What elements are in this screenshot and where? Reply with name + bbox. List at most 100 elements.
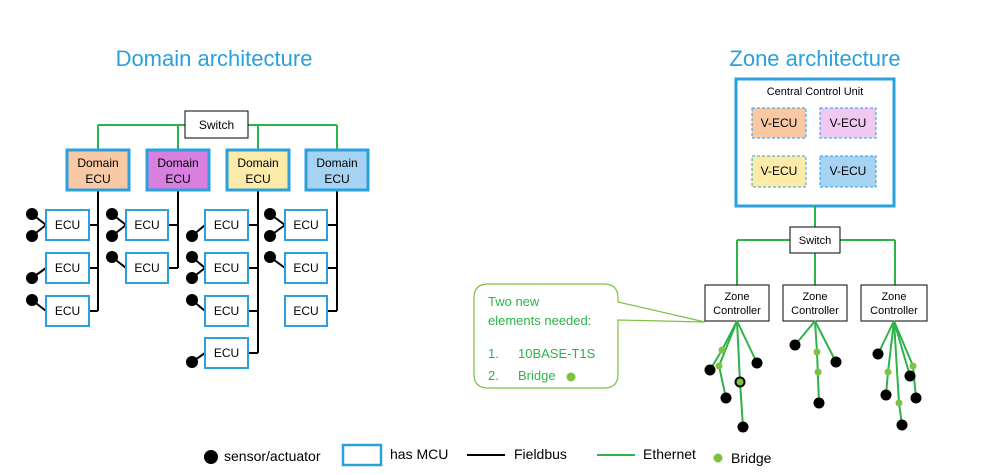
- zone-controller-2: Zone Controller: [782, 284, 848, 322]
- ecu-box: [204, 295, 249, 327]
- callout-bridge-dot: [566, 372, 576, 382]
- zone-controller-3: Zone Controller: [860, 284, 928, 322]
- zone-ethernet-links: [736, 206, 896, 285]
- ecu-box: [125, 252, 169, 284]
- domain-ecu-3-label-line1: Domain: [237, 156, 278, 170]
- ecu-label: ECU: [55, 218, 80, 232]
- ecu-label: ECU: [293, 218, 318, 232]
- sensor-actuator: [106, 230, 118, 242]
- ecu-label: ECU: [293, 261, 318, 275]
- v-ecu-3-label: V-ECU: [761, 164, 798, 178]
- zone-controller-1-line1: Zone: [724, 291, 749, 303]
- zone-bridges: [715, 346, 917, 407]
- sensor-actuator: [26, 208, 38, 220]
- ecu-box: [204, 337, 249, 369]
- domain-sensors: [26, 208, 276, 368]
- sensor-actuator: [830, 356, 842, 368]
- sensor-actuator: [186, 294, 198, 306]
- callout-line1: Two new: [488, 294, 540, 309]
- bridge-dot: [895, 399, 903, 407]
- domain-ecu-1-label-line1: Domain: [77, 156, 118, 170]
- callout-item1-number: 1.: [488, 346, 499, 361]
- legend-mcu-icon: [341, 443, 383, 467]
- bridge-dot: [814, 368, 822, 376]
- ecu-label: ECU: [214, 261, 239, 275]
- ecu-box: [204, 209, 249, 241]
- domain-ecu-2-label-line2: ECU: [165, 172, 190, 186]
- ecu-label: ECU: [134, 218, 159, 232]
- bridge-dot: [736, 378, 744, 386]
- ecu-box: [284, 295, 328, 327]
- sensor-actuator: [872, 348, 884, 360]
- sensor-actuator: [26, 272, 38, 284]
- bridge-dot: [909, 362, 917, 370]
- domain-ecu-4-label-line1: Domain: [316, 156, 357, 170]
- ecu-box: [45, 252, 90, 284]
- domain-ecu-2: Domain ECU: [145, 148, 211, 192]
- bridge-dot: [813, 348, 821, 356]
- legend-bridge-label: Bridge: [731, 450, 772, 466]
- domain-ecu-1-label-line2: ECU: [85, 172, 110, 186]
- sensor-actuator: [896, 419, 908, 431]
- sensor-actuator: [186, 230, 198, 242]
- legend-sensor-label: sensor/actuator: [224, 448, 321, 464]
- v-ecu-1: [751, 107, 807, 139]
- sensor-actuator: [264, 208, 276, 220]
- legend: sensor/actuator has MCU Fieldbus Etherne…: [204, 443, 772, 467]
- zone-controller-1-line2: Controller: [713, 305, 761, 317]
- ecu-box: [45, 295, 90, 327]
- domain-ecu-3-label-line2: ECU: [245, 172, 270, 186]
- ecu-label: ECU: [214, 346, 239, 360]
- sensor-actuator: [106, 251, 118, 263]
- v-ecu-2: [819, 107, 877, 139]
- sensor-actuator: [904, 370, 916, 382]
- legend-sensor-icon: [204, 450, 218, 464]
- callout-bubble: Two new elements needed: 1. 10BASE-T1S 2…: [473, 283, 706, 389]
- ecu-label: ECU: [134, 261, 159, 275]
- zone-switch: Switch: [789, 226, 841, 254]
- sensor-actuator: [704, 364, 716, 376]
- zone-sensors: [704, 339, 922, 433]
- sensor-actuator: [186, 356, 198, 368]
- zone-controller-3-line1: Zone: [881, 291, 906, 303]
- v-ecu-4: [819, 155, 877, 188]
- zone-controller-2-line2: Controller: [791, 305, 839, 317]
- zone-controller-3-line2: Controller: [870, 305, 918, 317]
- domain-ecu-3: Domain ECU: [225, 148, 291, 192]
- bridge-dot: [718, 346, 726, 354]
- sensor-actuator: [264, 251, 276, 263]
- ecu-label: ECU: [55, 304, 80, 318]
- ecu-label: ECU: [293, 304, 318, 318]
- sensor-actuator: [720, 392, 732, 404]
- callout-item2-text: Bridge: [518, 368, 556, 383]
- ecu-box: [204, 252, 249, 284]
- bridge-dot: [715, 362, 723, 370]
- callout-item2-number: 2.: [488, 368, 499, 383]
- zone-architecture-title: Zone architecture: [729, 46, 900, 71]
- legend-fieldbus-label: Fieldbus: [514, 446, 567, 462]
- central-control-unit: Central Control Unit V-ECU V-ECU V-ECU V…: [734, 77, 896, 208]
- callout-item1-text: 10BASE-T1S: [518, 346, 596, 361]
- domain-ecu-4-label-line2: ECU: [324, 172, 349, 186]
- v-ecu-2-label: V-ECU: [830, 116, 867, 130]
- sensor-actuator: [264, 230, 276, 242]
- ecu-box: [125, 209, 169, 241]
- domain-architecture-title: Domain architecture: [116, 46, 313, 71]
- ecu-label: ECU: [55, 261, 80, 275]
- sensor-actuator: [26, 294, 38, 306]
- bridge-dot: [884, 368, 892, 376]
- legend-bridge-icon: [713, 453, 723, 463]
- sensor-actuator: [789, 339, 801, 351]
- sensor-actuator: [186, 251, 198, 263]
- ecu-box: [284, 209, 328, 241]
- domain-ecu-1: Domain ECU: [65, 148, 131, 192]
- legend-ethernet-label: Ethernet: [643, 446, 696, 462]
- central-control-unit-label: Central Control Unit: [767, 86, 864, 98]
- domain-switch-label: Switch: [199, 118, 234, 132]
- zone-controller-1: Zone Controller: [704, 284, 770, 322]
- sensor-actuator: [813, 397, 825, 409]
- ecu-box: [284, 252, 328, 284]
- ecu-labels: ECU ECU ECU ECU ECU ECU ECU ECU ECU ECU …: [55, 218, 319, 360]
- zone-sensor-links: [709, 320, 917, 428]
